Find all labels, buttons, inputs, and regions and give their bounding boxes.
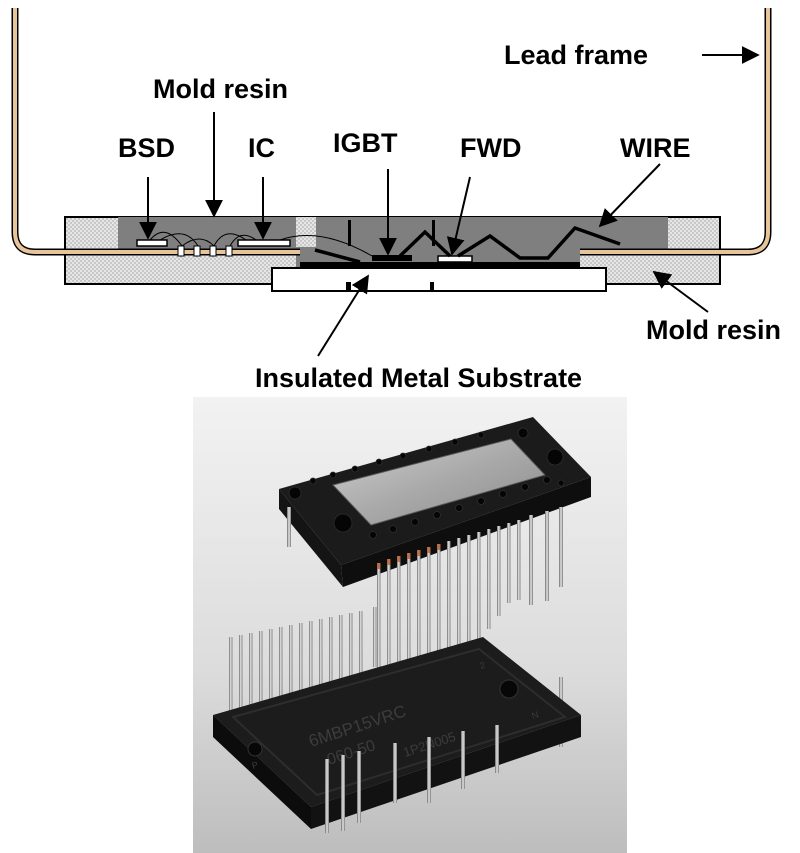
module-bottom-pins-down <box>325 725 499 833</box>
label-insulated-metal-substrate: Insulated Metal Substrate <box>255 363 582 393</box>
leader-arrows <box>139 46 760 357</box>
bsd-chip <box>136 239 168 247</box>
ic-chip <box>237 239 291 247</box>
copper-pattern <box>300 262 580 269</box>
module-top <box>279 417 591 587</box>
pin-label-p: P <box>251 760 260 771</box>
module-top-pins <box>287 507 563 683</box>
package-cross-section-diagram: Lead frame Mold resin BSD IC IGBT FWD WI… <box>11 8 781 393</box>
label-wire: WIRE <box>620 133 691 163</box>
label-mold-resin-top: Mold resin <box>153 74 288 104</box>
pin-label-n: N <box>531 709 540 721</box>
power-bond-wires <box>314 225 621 264</box>
label-fwd: FWD <box>460 133 521 163</box>
label-bsd: BSD <box>118 133 175 163</box>
metal-substrate-plate <box>332 438 546 526</box>
igbt-chip <box>372 255 412 261</box>
pin-label-2: 2 <box>479 660 487 671</box>
module-bottom: 6MBP15VRC 060-50 1P2N005 P N 2 <box>213 637 581 829</box>
fwd-chip <box>437 255 473 263</box>
label-ic: IC <box>248 133 275 163</box>
insulated-metal-substrate <box>271 267 607 292</box>
label-mold-resin-right: Mold resin <box>646 315 781 345</box>
label-igbt: IGBT <box>333 128 398 158</box>
label-lead-frame: Lead frame <box>504 40 648 70</box>
module-photo: 6MBP15VRC 060-50 1P2N005 P N 2 <box>193 397 627 853</box>
lead-frame-left <box>11 8 300 256</box>
lead-frame-terminals <box>177 245 233 257</box>
